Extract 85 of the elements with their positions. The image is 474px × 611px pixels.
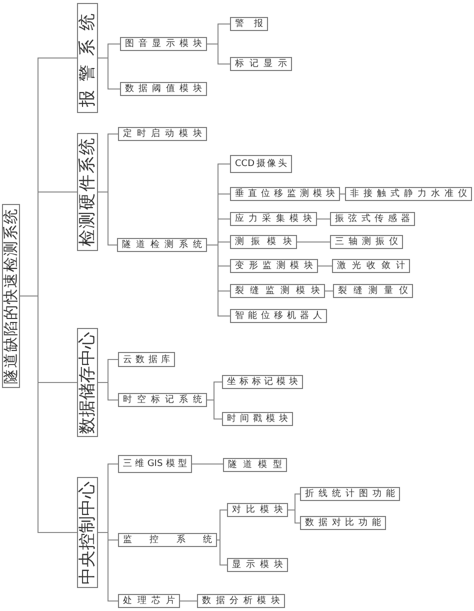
connector-line (98, 58, 120, 90)
node-label: 测振模块 (235, 237, 292, 247)
connector-line (216, 510, 228, 540)
node-label: 振弦式传感器 (335, 214, 410, 224)
module-box (120, 82, 207, 96)
module-box (222, 375, 303, 389)
node-label: 折线统计图功能 (305, 489, 395, 499)
module-box (230, 155, 292, 173)
module-box (330, 235, 403, 249)
module-box (120, 37, 207, 51)
module-box (227, 558, 288, 572)
module-box (118, 455, 192, 473)
module-box (118, 533, 217, 547)
node-label: 三轴测振仪 (335, 237, 398, 247)
module-box (230, 259, 318, 273)
node-label: 报警系统 (79, 4, 96, 109)
connector-line (98, 382, 118, 400)
module-box (332, 259, 410, 273)
module-box (118, 352, 175, 367)
module-box (230, 57, 292, 71)
connector-line (98, 192, 118, 246)
node-label: 智能位移机器人 (235, 311, 322, 321)
node-label: 隧道模型 (228, 460, 282, 470)
system-box (77, 133, 98, 251)
node-label: 隧道检测系统 (122, 240, 202, 250)
module-box (230, 187, 340, 201)
node-label: 检测硬件系统 (79, 136, 96, 248)
connector-line (180, 600, 198, 602)
connector-line (288, 510, 300, 524)
module-box (222, 412, 293, 426)
node-label: 数据分析模块 (202, 596, 280, 606)
module-box (230, 284, 325, 298)
node-label: CCD摄像头 (235, 159, 287, 169)
module-box (300, 516, 386, 530)
system-box (77, 3, 98, 113)
module-box (227, 503, 288, 517)
node-label: 隧道缺陷的快速检测系统 (4, 208, 18, 384)
node-label: 数据对比功能 (305, 518, 381, 528)
node-label: 云数据库 (123, 354, 170, 364)
connector-line (98, 532, 118, 602)
node-label: 处理芯片 (123, 596, 175, 606)
node-label: 图音显示模块 (125, 39, 202, 49)
system-box (77, 328, 98, 437)
module-box (345, 187, 472, 201)
module-box (230, 235, 297, 249)
node-label: 三维GIS模型 (123, 459, 187, 469)
system-box (77, 477, 98, 588)
node-label: 显示模块 (232, 560, 283, 570)
node-label: 时空标记系统 (123, 395, 202, 405)
module-box (333, 284, 413, 298)
node-label: 垂直位移监测模块 (235, 189, 335, 199)
module-box (223, 458, 287, 472)
module-box (230, 17, 268, 31)
module-box (300, 487, 400, 501)
node-label: 应力采集模块 (235, 214, 312, 224)
module-box (230, 309, 327, 323)
module-box (197, 594, 285, 608)
node-label: 变形监测模块 (235, 261, 313, 271)
node-label: 裂缝测量仪 (338, 286, 408, 296)
node-label: 警报 (235, 19, 263, 29)
node-label: 裂缝监测模块 (235, 286, 320, 296)
node-label: 定时启动模块 (123, 129, 202, 139)
node-label: 非接触式静力水准仪 (350, 189, 467, 199)
module-box (117, 238, 207, 252)
node-label: 坐标标记模块 (227, 377, 298, 387)
root-box (2, 204, 20, 388)
module-box (118, 594, 180, 608)
node-label: 监控系统 (123, 535, 212, 545)
connector-line (316, 218, 330, 220)
node-label: 激光收敛计 (337, 261, 405, 271)
node-label: 时间戳模块 (227, 414, 288, 424)
module-box (118, 127, 207, 141)
connector-line (206, 244, 230, 316)
connector-line (206, 44, 230, 64)
node-label: 标记显示 (235, 59, 287, 69)
connector-line (20, 296, 78, 533)
module-box (118, 393, 207, 407)
connector-line (216, 540, 228, 566)
connector-line (324, 290, 334, 292)
node-label: 中央控制中心 (79, 480, 96, 584)
node-label: 数据阈值模块 (125, 84, 202, 94)
module-box (330, 212, 415, 226)
module-box (230, 212, 317, 226)
node-label: 对比模块 (232, 505, 283, 515)
node-label: 数据储存中心 (79, 332, 96, 434)
